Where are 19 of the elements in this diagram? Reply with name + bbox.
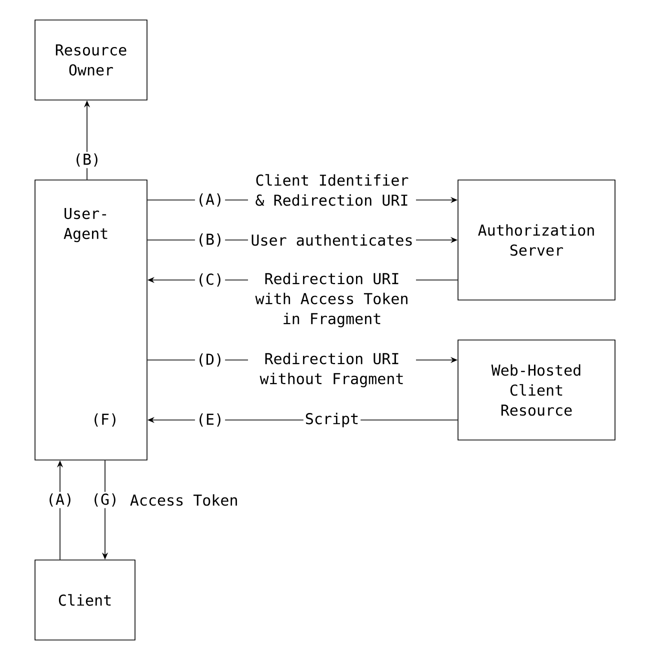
- edge-label: (B): [194, 232, 226, 248]
- box: Web-Hosted Client Resource: [458, 340, 616, 440]
- box: Client: [34, 560, 136, 640]
- step-label: Redirection URI without Fragment: [248, 351, 416, 389]
- box: Resource Owner: [34, 20, 148, 100]
- step-label: Access Token: [128, 492, 240, 508]
- edge-label: (G): [90, 492, 120, 508]
- step-label: Script: [303, 411, 361, 429]
- edge-label: (B): [72, 152, 102, 168]
- box: Authorization Server: [458, 180, 616, 300]
- edge-label: (D): [194, 352, 226, 368]
- edge-label: (E): [194, 412, 226, 428]
- edge-label: (A): [44, 492, 76, 508]
- edge-label: (A): [194, 192, 226, 208]
- edge-label: (C): [194, 272, 226, 288]
- step-label: Redirection URI with Access Token in Fragment: [248, 271, 416, 329]
- step-label: (F): [90, 412, 120, 428]
- step-label: User authenticates: [248, 232, 416, 248]
- step-label: Client Identifier & Redirection URI: [248, 172, 416, 208]
